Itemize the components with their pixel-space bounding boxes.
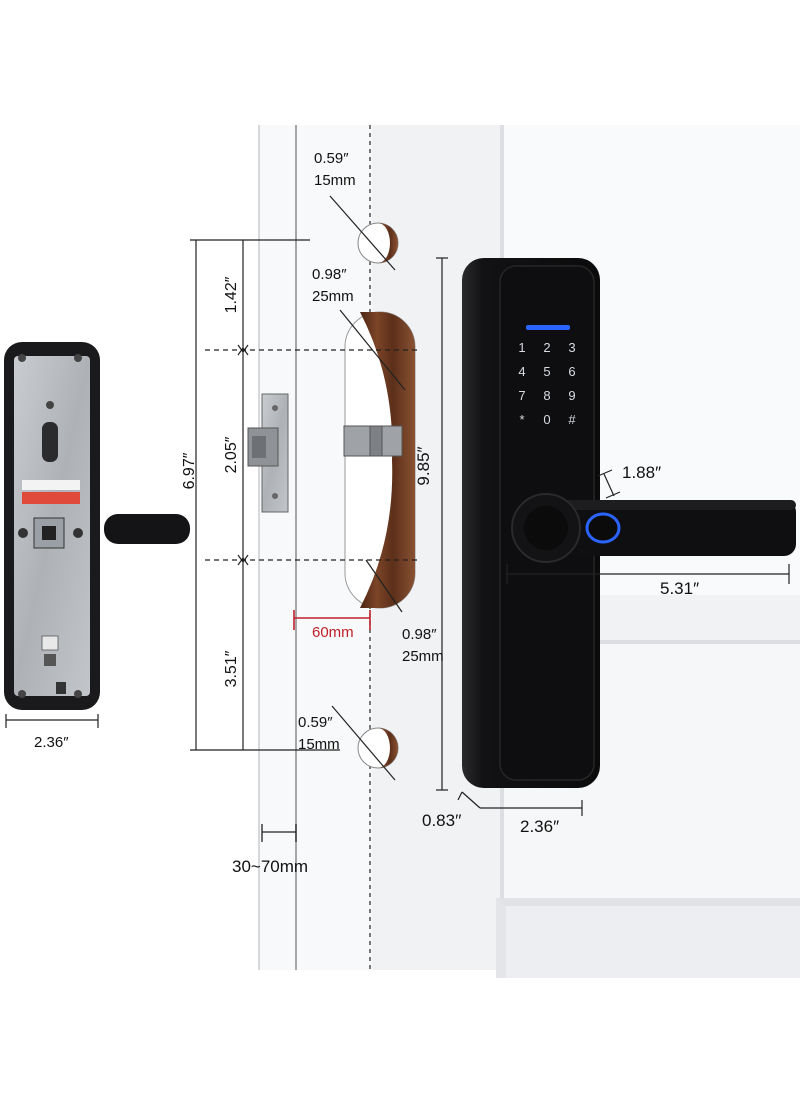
top-hole-inches-label: 0.59″ bbox=[314, 150, 349, 167]
height-top-label: 1.42″ bbox=[223, 276, 240, 314]
keypad-key[interactable]: 2 bbox=[543, 340, 550, 355]
bottom-hole-mm-label: 15mm bbox=[298, 736, 340, 753]
fingerprint-sensor bbox=[585, 512, 621, 544]
handle-length-dimension bbox=[506, 564, 790, 584]
backset-label: 60mm bbox=[312, 624, 354, 641]
handle-offset-dimension bbox=[597, 469, 621, 499]
keypad-key[interactable]: 4 bbox=[518, 364, 525, 379]
keypad-key[interactable]: 6 bbox=[568, 364, 575, 379]
bottom-hole-inches-label: 0.59″ bbox=[298, 714, 333, 731]
keypad-key[interactable]: 7 bbox=[518, 388, 525, 403]
top-hole-mm-label: 15mm bbox=[314, 172, 356, 189]
back-panel-width-label: 2.36″ bbox=[34, 734, 69, 751]
strike-plate bbox=[247, 393, 289, 513]
door-thickness-label: 30~70mm bbox=[232, 857, 309, 876]
keypad-key[interactable]: 0 bbox=[543, 412, 550, 427]
keypad-key[interactable]: 5 bbox=[543, 364, 550, 379]
lock-height-label: 9.85″ bbox=[414, 446, 433, 486]
lever-handle bbox=[511, 493, 796, 563]
latch-bolt bbox=[343, 425, 403, 457]
keypad-key[interactable]: # bbox=[568, 412, 576, 427]
mortise-top-mm-label: 25mm bbox=[312, 288, 354, 305]
keypad: 1 2 3 4 5 6 7 8 9 * 0 # bbox=[518, 340, 576, 427]
height-bottom-label: 3.51″ bbox=[223, 650, 240, 688]
lock-height-dimension bbox=[436, 257, 448, 791]
handle-length-label: 5.31″ bbox=[660, 579, 700, 598]
mortise-bottom-inches-label: 0.98″ bbox=[402, 626, 437, 643]
backset-dimension bbox=[293, 610, 371, 630]
bottom-spindle-hole bbox=[331, 705, 399, 781]
mortise-bottom-mm-label: 25mm bbox=[402, 648, 444, 665]
height-dimensions bbox=[190, 239, 420, 751]
height-mid-label: 2.05″ bbox=[223, 436, 240, 474]
keypad-key[interactable]: 9 bbox=[568, 388, 575, 403]
lock-width-label: 2.36″ bbox=[520, 817, 560, 836]
keypad-key[interactable]: * bbox=[519, 412, 524, 427]
keypad-key[interactable]: 1 bbox=[518, 340, 525, 355]
keypad-key[interactable]: 8 bbox=[543, 388, 550, 403]
top-spindle-hole bbox=[329, 195, 399, 271]
lock-depth-width-dimension bbox=[457, 791, 583, 816]
keypad-key[interactable]: 3 bbox=[568, 340, 575, 355]
status-led-bar bbox=[526, 325, 570, 330]
height-total-label: 6.97″ bbox=[181, 452, 198, 490]
back-panel bbox=[4, 342, 190, 710]
mortise-top-inches-label: 0.98″ bbox=[312, 266, 347, 283]
handle-offset-label: 1.88″ bbox=[622, 463, 662, 482]
lock-depth-label: 0.83′′ bbox=[422, 811, 462, 830]
door-panel-bottom bbox=[496, 898, 800, 978]
back-panel-width-dimension bbox=[5, 714, 99, 728]
mortise-pocket bbox=[339, 309, 416, 613]
door-thickness-dimension bbox=[261, 824, 297, 842]
